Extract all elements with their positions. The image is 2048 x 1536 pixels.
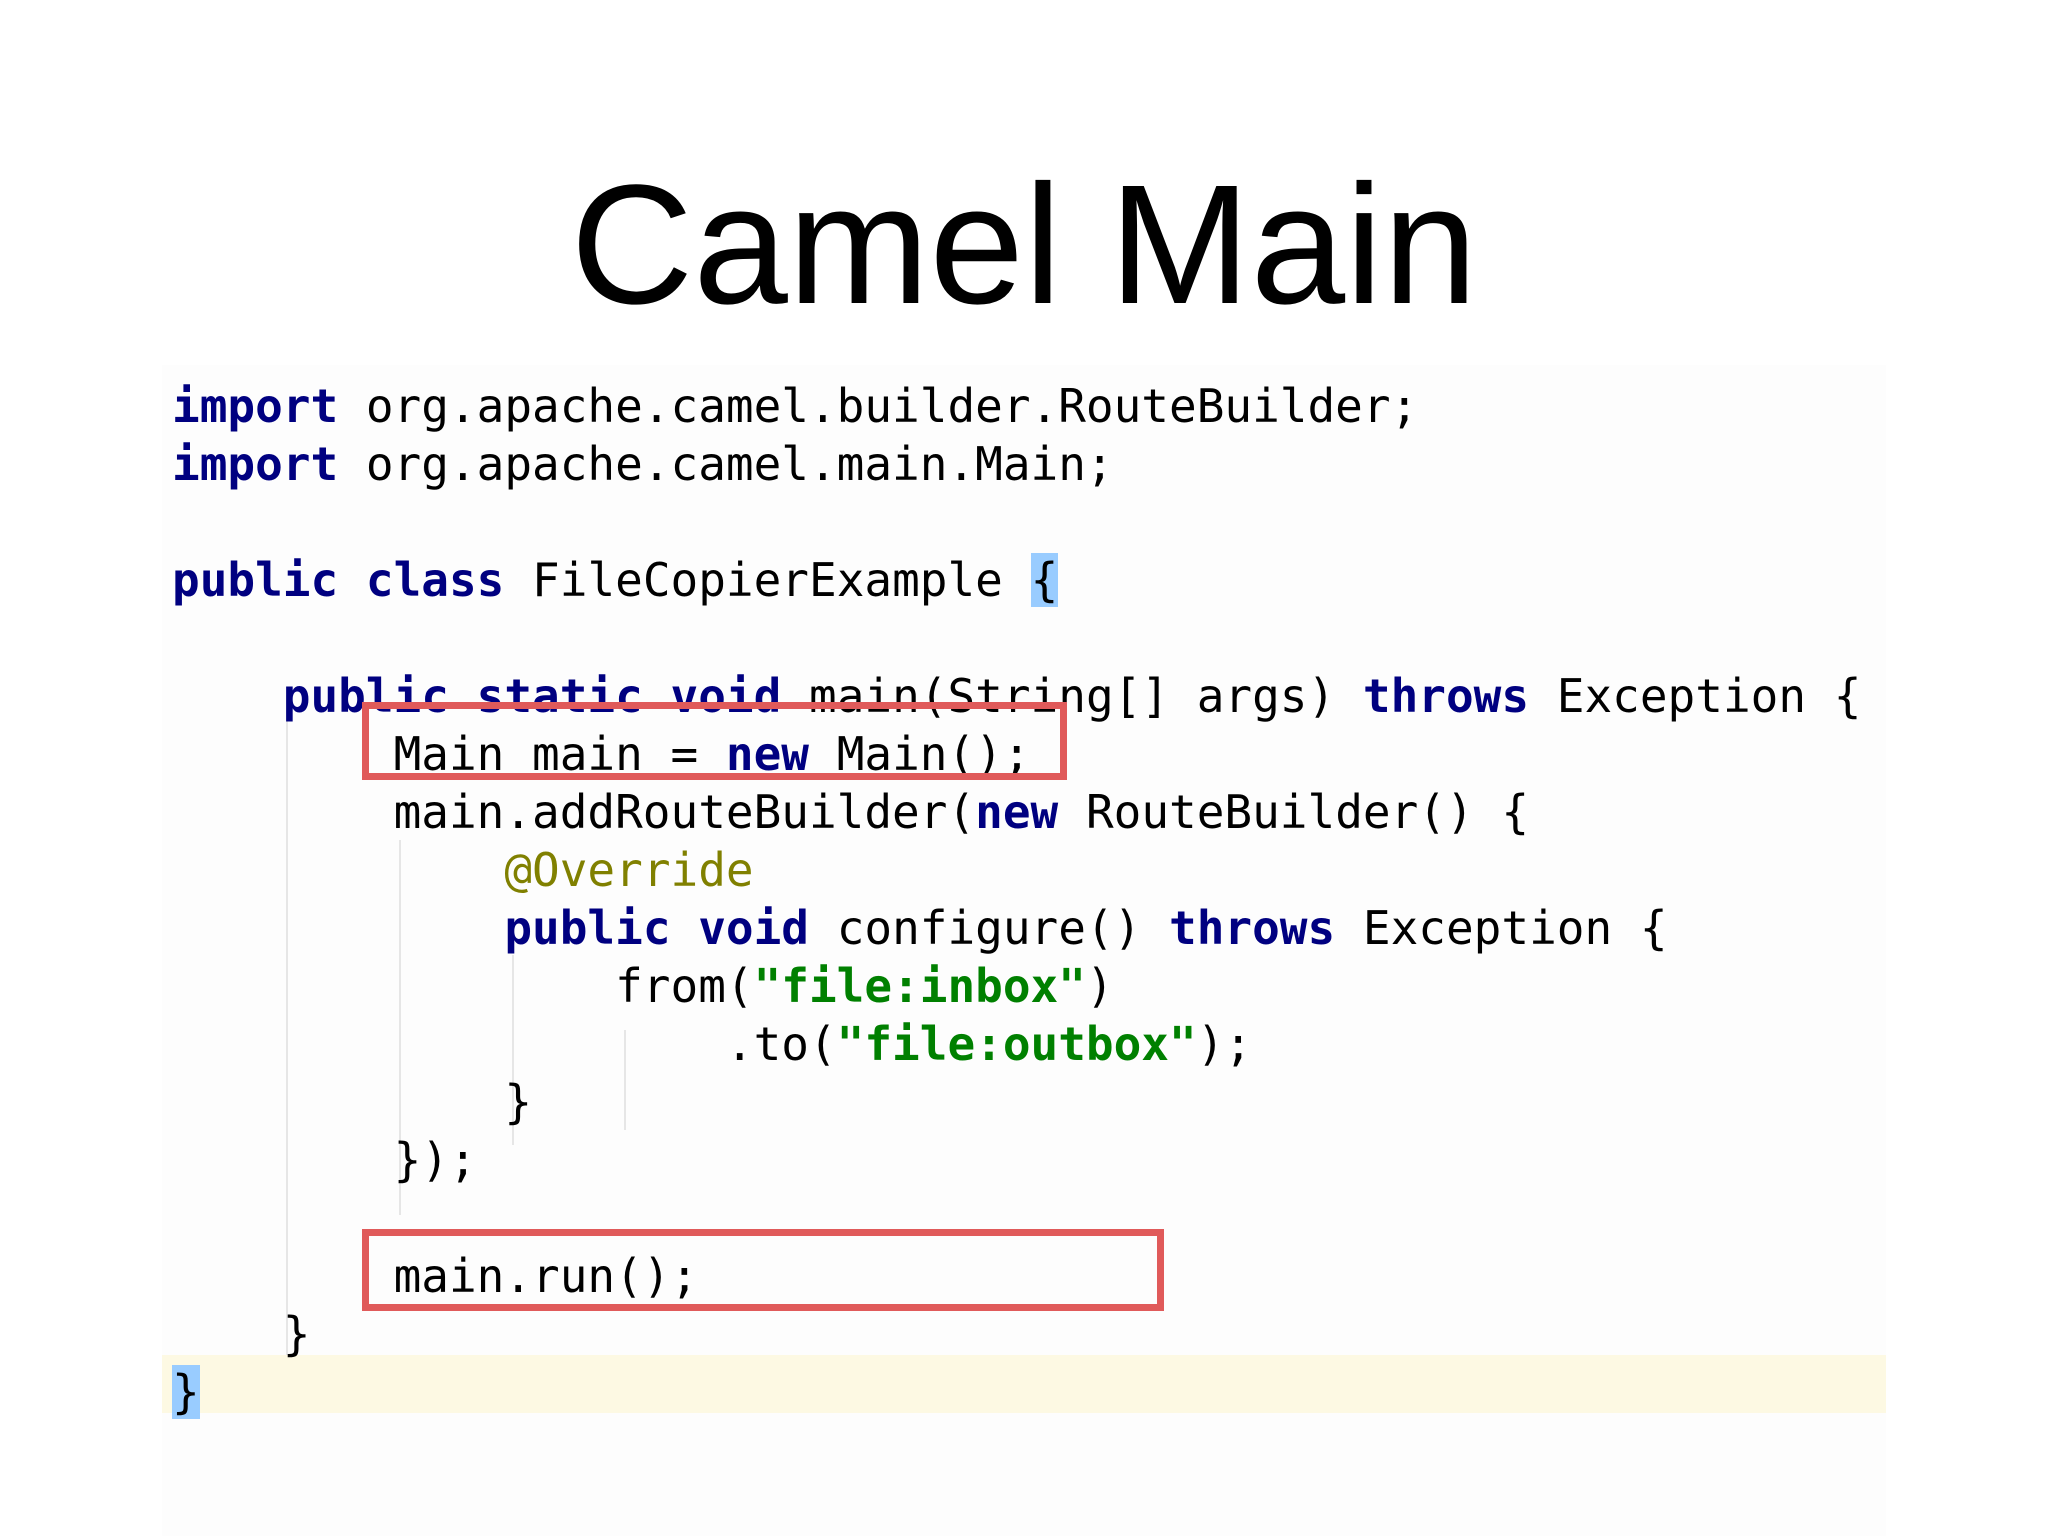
code-line: Main main = new Main(); <box>172 725 1031 783</box>
code-line: }); <box>172 1131 477 1189</box>
current-line-highlight <box>162 1355 1886 1413</box>
code-keyword: throws <box>1362 669 1530 723</box>
code-indent <box>172 785 394 839</box>
code-token: from( <box>615 959 754 1013</box>
code-indent <box>172 1133 394 1187</box>
code-indent <box>172 1307 283 1361</box>
code-token: Main(); <box>809 727 1031 781</box>
code-token: FileCopierExample <box>504 553 1031 607</box>
code-token: .to( <box>725 1017 837 1071</box>
code-indent <box>172 727 394 781</box>
code-token: Exception { <box>1529 669 1862 723</box>
code-token: ); <box>1196 1017 1253 1071</box>
code-string: "file:inbox" <box>753 959 1086 1013</box>
code-line: import org.apache.camel.main.Main; <box>172 435 1114 493</box>
code-token <box>338 553 366 607</box>
code-line: public void configure() throws Exception… <box>172 899 1668 957</box>
code-line: } <box>172 1363 200 1421</box>
code-line: } <box>172 1073 532 1131</box>
code-indent <box>172 669 283 723</box>
code-annotation: @Override <box>504 843 754 897</box>
highlight-box-main-instantiation <box>362 702 1067 780</box>
code-keyword: throws <box>1169 901 1336 955</box>
code-line: main.run(); <box>172 1247 699 1305</box>
code-token: main.addRouteBuilder( <box>393 785 976 839</box>
code-token: main(String[] args) <box>781 669 1363 723</box>
code-token: org.apache.camel.builder.RouteBuilder; <box>338 379 1419 433</box>
code-indent <box>172 1017 726 1071</box>
code-indent <box>172 1075 504 1129</box>
code-token: } <box>504 1075 533 1129</box>
code-indent <box>172 843 504 897</box>
code-line: main.addRouteBuilder(new RouteBuilder() … <box>172 783 1530 841</box>
code-keyword: void <box>670 669 782 723</box>
code-line: public class FileCopierExample { <box>172 551 1059 609</box>
matched-brace: } <box>172 1365 200 1419</box>
indent-guide <box>399 840 401 1215</box>
code-indent <box>172 959 615 1013</box>
slide-title: Camel Main <box>570 150 1478 340</box>
indent-guide <box>512 955 514 1145</box>
code-keyword: import <box>172 379 339 433</box>
code-indent <box>172 901 504 955</box>
code-line: import org.apache.camel.builder.RouteBui… <box>172 377 1418 435</box>
code-line: @Override <box>172 841 754 899</box>
code-keyword: class <box>365 553 505 607</box>
code-indent <box>172 1249 394 1303</box>
code-keyword: new <box>975 785 1059 839</box>
highlight-box-main-run <box>362 1229 1164 1311</box>
matched-brace: { <box>1030 553 1059 607</box>
code-editor-panel: import org.apache.camel.builder.RouteBui… <box>162 365 1886 1536</box>
code-token: } <box>282 1307 311 1361</box>
code-token: main.run(); <box>393 1249 699 1303</box>
code-line: } <box>172 1305 311 1363</box>
code-string: "file:outbox" <box>836 1017 1197 1071</box>
code-token: ) <box>1085 959 1114 1013</box>
code-keyword: static <box>476 669 643 723</box>
code-keyword: void <box>698 901 809 955</box>
code-token: Exception { <box>1335 901 1668 955</box>
code-line: .to("file:outbox"); <box>172 1015 1252 1073</box>
code-token: RouteBuilder() { <box>1058 785 1530 839</box>
code-token: Main main = <box>393 727 726 781</box>
code-token: org.apache.camel.main.Main; <box>338 437 1114 491</box>
code-token: }); <box>393 1133 477 1187</box>
indent-guide <box>624 1030 626 1130</box>
code-keyword: public <box>172 553 339 607</box>
code-keyword: public <box>504 901 671 955</box>
indent-guide <box>286 695 288 1355</box>
code-token: configure() <box>809 901 1170 955</box>
code-token <box>671 901 699 955</box>
code-keyword: new <box>725 727 809 781</box>
code-keyword: import <box>172 437 339 491</box>
code-line: from("file:inbox") <box>172 957 1114 1015</box>
